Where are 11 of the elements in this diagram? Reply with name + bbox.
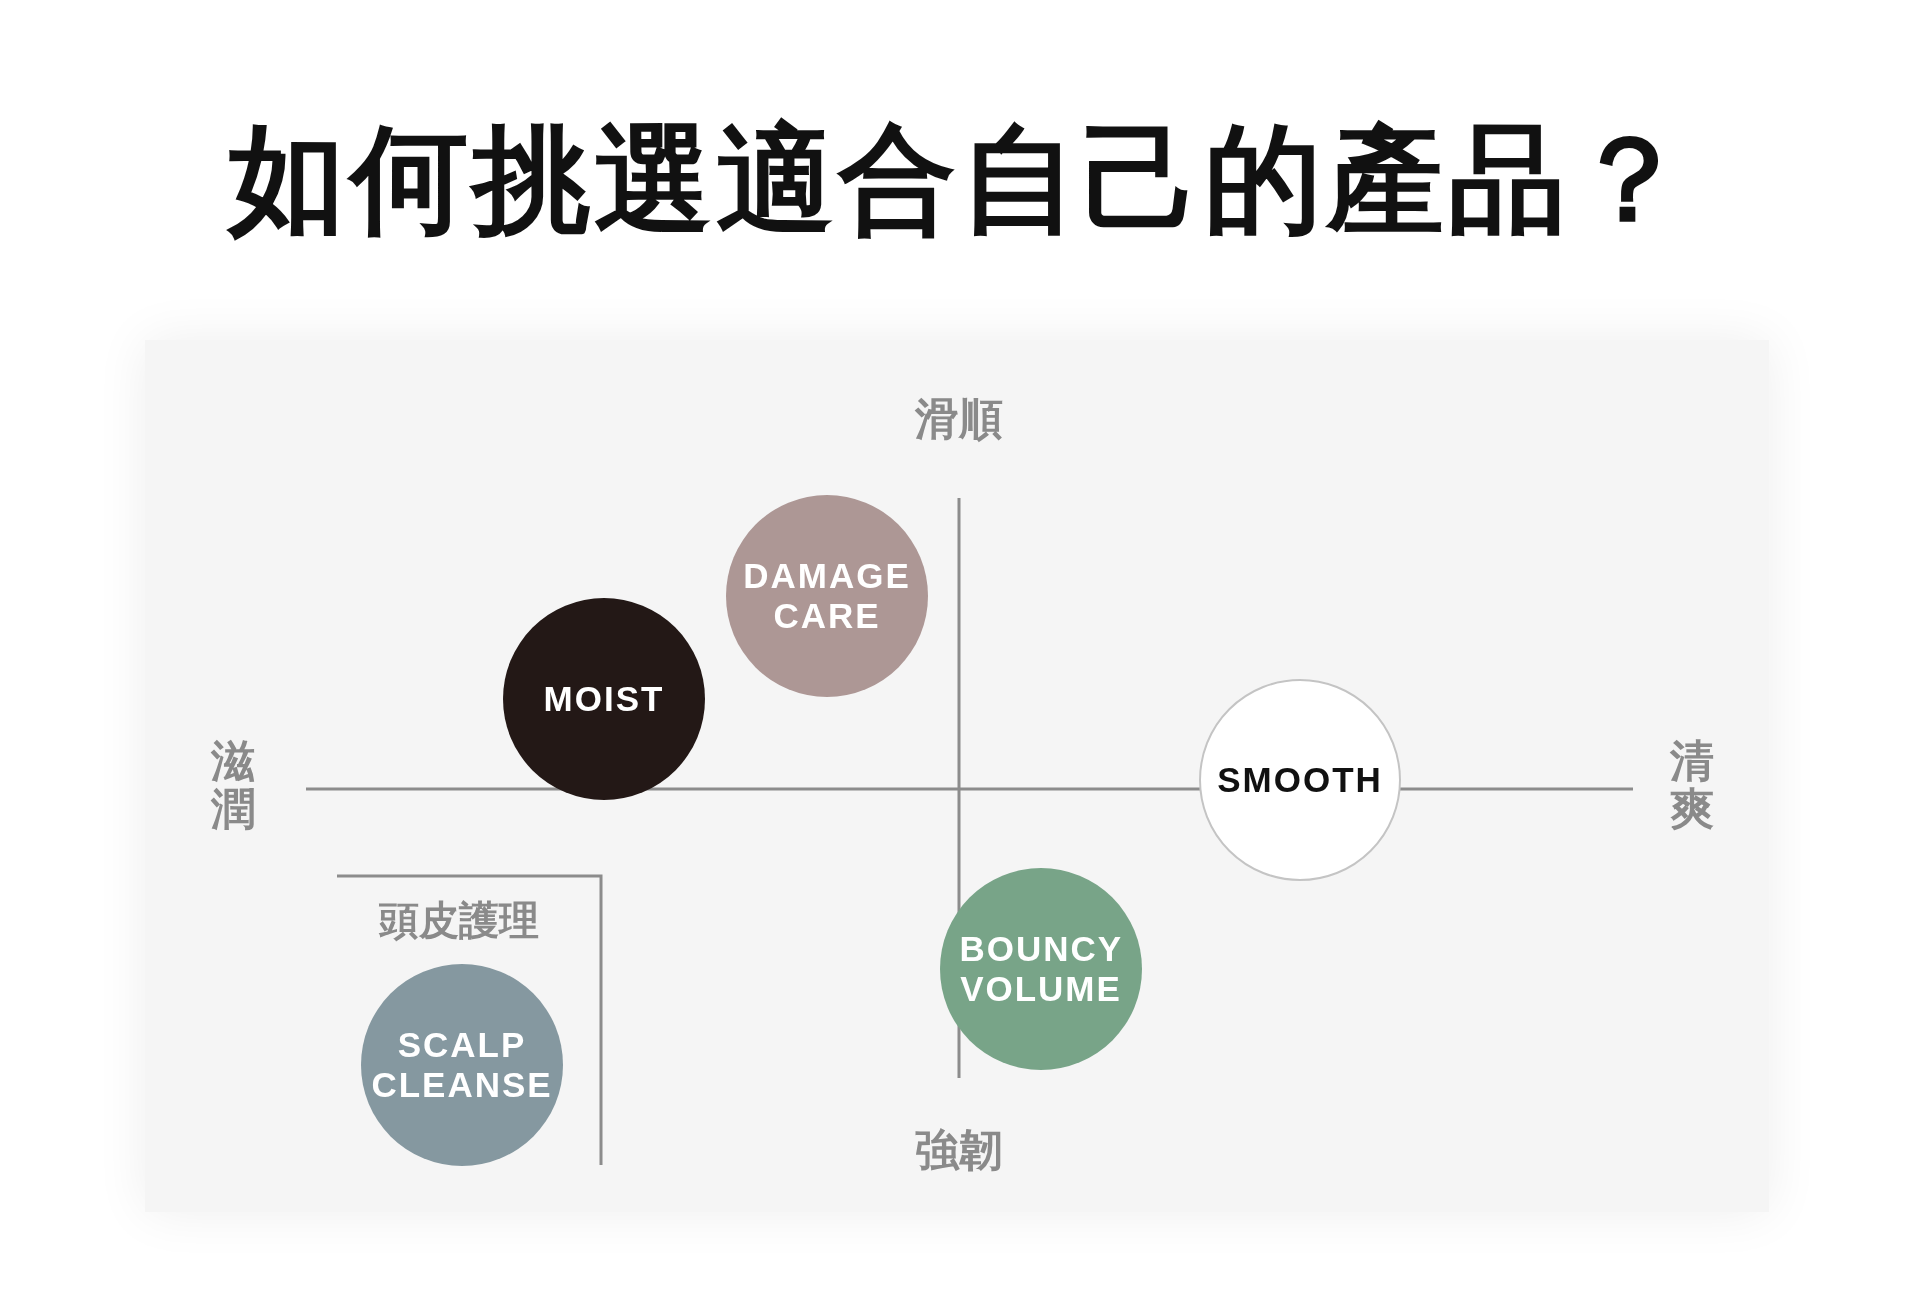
product-circle: SMOOTH [1199,679,1401,881]
axis-label: 清爽 [1669,737,1715,834]
axis-label: 滋潤 [210,737,256,834]
axis-label: 滑順 [914,395,1004,444]
axis-label: 強韌 [914,1126,1004,1175]
product-circle: DAMAGE CARE [726,495,928,697]
product-circle: BOUNCY VOLUME [940,868,1142,1070]
product-circle: SCALP CLEANSE [361,964,563,1166]
product-circle: MOIST [503,598,705,800]
title: 如何挑選適合自己的產品？ [225,112,1693,248]
section-label: 頭皮護理 [378,898,540,942]
